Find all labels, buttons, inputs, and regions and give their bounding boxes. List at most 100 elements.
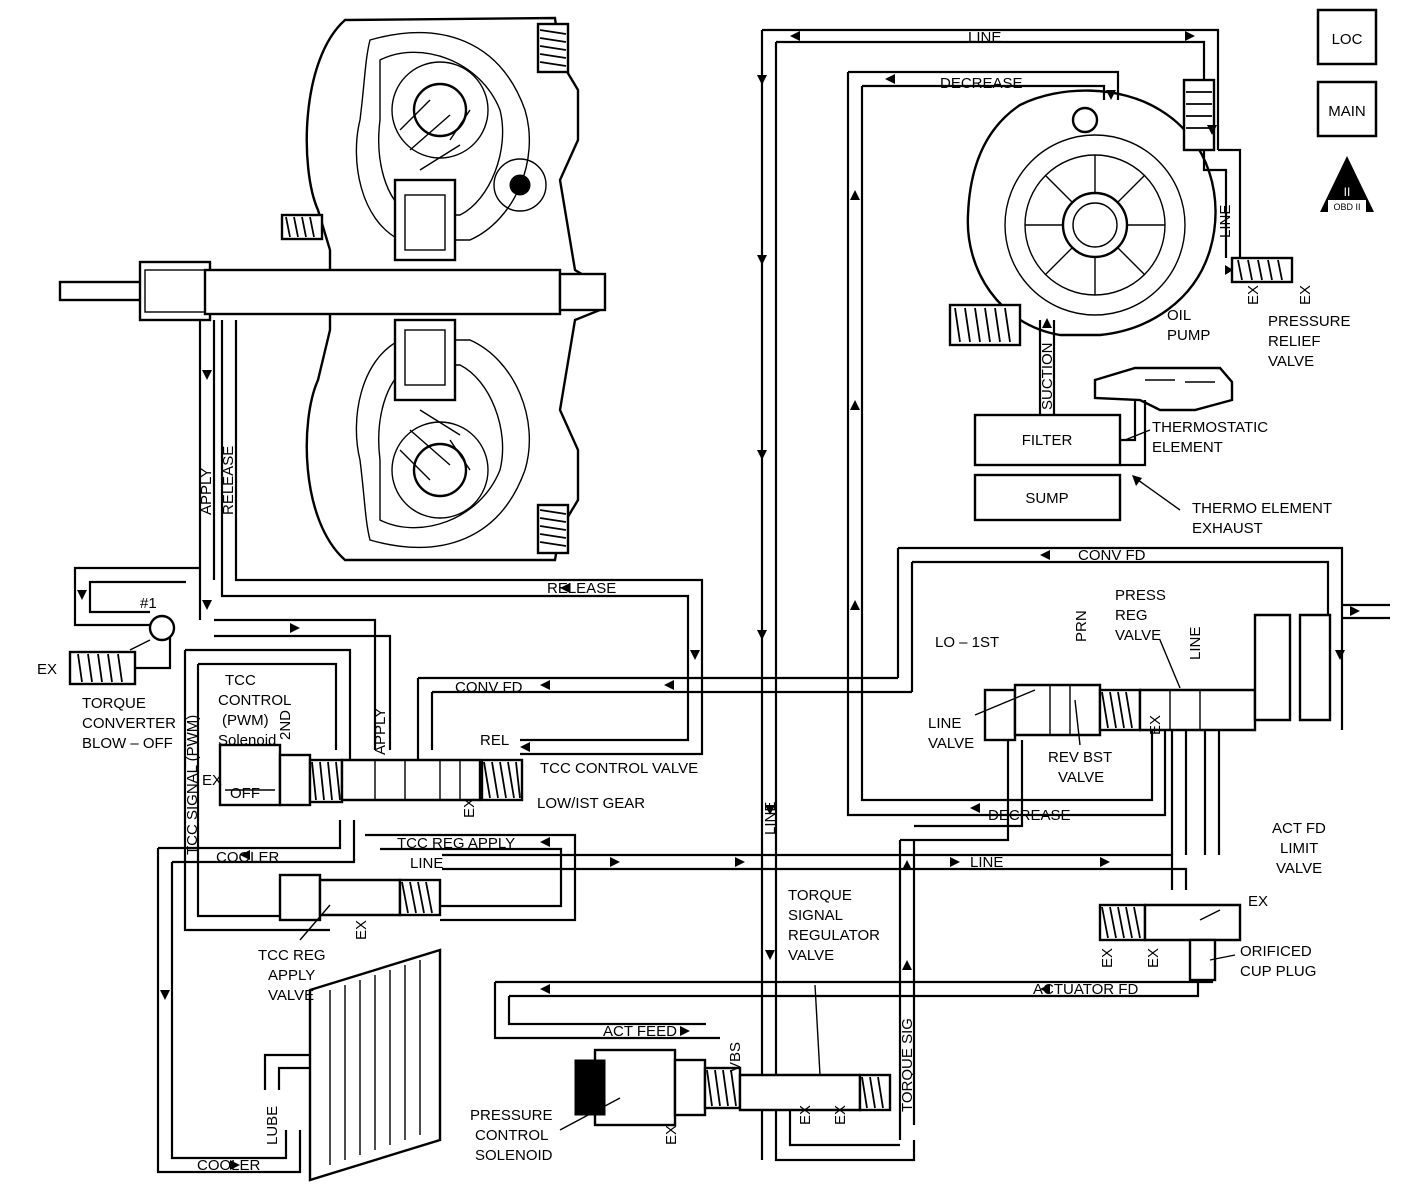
press-reg-valve-label-3: VALVE	[1115, 627, 1161, 644]
ex-reg-label: EX	[353, 920, 370, 940]
line-press-label: LINE	[1187, 627, 1204, 660]
tcc-reg-apply-label: TCC REG APPLY	[397, 835, 515, 852]
cooler-radiator	[308, 948, 442, 1182]
blow-off-valve	[68, 650, 137, 686]
rev-bst-label-1: REV BST	[1048, 749, 1112, 766]
ex-blowoff-label: EX	[37, 661, 57, 678]
blowoff-label-1: TORQUE	[82, 695, 146, 712]
decrease-top-label: DECREASE	[940, 75, 1023, 92]
low-gear-label: LOW/IST GEAR	[537, 795, 645, 812]
line-valve-label-1: LINE	[928, 715, 961, 732]
filter-label: FILTER	[1022, 432, 1073, 449]
prn-label: PRN	[1073, 610, 1090, 642]
off-label: OFF	[230, 785, 260, 802]
conv-fd-right-label: CONV FD	[1078, 547, 1146, 564]
tcc-pwm-solenoid	[218, 743, 344, 807]
tcc-reg-apply-valve	[278, 873, 442, 922]
tsr-label-1: TORQUE	[788, 887, 852, 904]
ex-tcc-label: EX	[461, 798, 478, 818]
conv-fd-mid-label: CONV FD	[455, 679, 523, 696]
pcs-label-1: PRESSURE	[470, 1107, 553, 1124]
actuator-fd-label: ACTUATOR FD	[1033, 981, 1138, 998]
check-ball-1	[148, 614, 176, 642]
ex-act-1-label: EX	[1248, 893, 1268, 910]
line-top-label: LINE	[968, 29, 1001, 46]
tcc-reg-apply-valve-label-2: APPLY	[268, 967, 315, 984]
act-feed-label: ACT FEED	[603, 1023, 677, 1040]
flow-arrows	[77, 31, 1360, 1170]
obd-numeral: II	[1344, 185, 1351, 199]
main-button-label: MAIN	[1328, 103, 1366, 120]
tcc-control-pwm-label-4: Solenoid	[218, 732, 276, 749]
decrease-mid-label: DECREASE	[988, 807, 1071, 824]
oil-pump-label-1: OIL	[1167, 307, 1191, 324]
oil-pump	[948, 78, 1294, 347]
pressure-control-solenoid	[574, 1048, 742, 1127]
tcc-signal-label: TCC SIGNAL (PWM)	[184, 715, 201, 855]
ex-tsr-1-label: EX	[797, 1105, 814, 1125]
main-button[interactable]: MAIN	[1316, 80, 1378, 138]
tsr-label-2: SIGNAL	[788, 907, 843, 924]
blowoff-label-3: BLOW – OFF	[82, 735, 173, 752]
diagram-labels: LINE DECREASE LINE EX EX PRESSURE RELIEF…	[37, 29, 1351, 1174]
leader-lines	[129, 429, 1236, 1131]
blowoff-label-2: CONVERTER	[82, 715, 176, 732]
act-fd-limit-label-1: ACT FD	[1272, 820, 1326, 837]
press-reg-valve-label-2: REG	[1115, 607, 1148, 624]
pressure-relief-label-3: VALVE	[1268, 353, 1314, 370]
suction-label: SUCTION	[1039, 343, 1056, 411]
tcc-control-valve-label: TCC CONTROL VALVE	[540, 760, 698, 777]
cooler-mid-label: COOLER	[216, 849, 280, 866]
tcc-control-pwm-label-1: TCC	[225, 672, 256, 689]
thermo-exhaust-label-1: THERMO ELEMENT	[1192, 500, 1332, 517]
loc-button-label: LOC	[1332, 31, 1363, 48]
loc-button[interactable]: LOC	[1316, 8, 1378, 66]
lube-label: LUBE	[264, 1106, 281, 1145]
press-reg-valve-label-1: PRESS	[1115, 587, 1166, 604]
torque-converter	[58, 16, 607, 562]
line-valve	[983, 683, 1257, 742]
act-fd-limit-label-3: VALVE	[1276, 860, 1322, 877]
orificed-label-2: CUP PLUG	[1240, 963, 1316, 980]
tcc-reg-apply-valve-label-1: TCC REG	[258, 947, 326, 964]
act-fd-limit-label-2: LIMIT	[1280, 840, 1318, 857]
apply-vertical-label: APPLY	[198, 468, 215, 515]
ex-pcs-label: EX	[663, 1125, 680, 1145]
rev-bst-label-2: VALVE	[1058, 769, 1104, 786]
cooler-bottom-label: COOLER	[197, 1157, 261, 1174]
ex-relief-1: EX	[1245, 285, 1262, 305]
release-vertical-label: RELEASE	[220, 446, 237, 515]
right-valve-bank	[1253, 613, 1332, 722]
thermostatic-element	[1093, 366, 1234, 412]
pressure-relief-label-1: PRESSURE	[1268, 313, 1351, 330]
lo-1st-label: LO – 1ST	[935, 634, 999, 651]
obd-ii-badge: II OBD II	[1320, 156, 1374, 212]
tcc-control-valve	[340, 758, 524, 802]
orificed-label-1: ORIFICED	[1240, 943, 1312, 960]
line-vertical-mid-label: LINE	[762, 802, 779, 835]
pcs-label-2: CONTROL	[475, 1127, 548, 1144]
ex-act-3-label: EX	[1145, 948, 1162, 968]
sump-box: SUMP	[973, 473, 1122, 522]
ex-relief-2: EX	[1297, 285, 1314, 305]
line-valve-label-2: VALVE	[928, 735, 974, 752]
line-reg-label: LINE	[410, 855, 443, 872]
release-horizontal-label: RELEASE	[547, 580, 616, 597]
ex-sol-label: EX	[202, 772, 222, 789]
ex-act-2-label: EX	[1099, 948, 1116, 968]
tcc-control-pwm-label-3: (PWM)	[222, 712, 269, 729]
hydraulic-passages	[73, 28, 1390, 1174]
thermo-exhaust-label-2: EXHAUST	[1192, 520, 1263, 537]
thermostatic-label-1: THERMOSTATIC	[1152, 419, 1268, 436]
line-pump-label: LINE	[1217, 205, 1234, 238]
tsr-label-4: VALVE	[788, 947, 834, 964]
sump-label: SUMP	[1025, 490, 1068, 507]
second-gear-label: 2ND	[277, 710, 294, 740]
thermostatic-label-2: ELEMENT	[1152, 439, 1223, 456]
torque-signal-regulator-valve	[738, 1073, 892, 1112]
check-ball-label: #1	[140, 595, 157, 612]
tcc-reg-apply-valve-label-3: VALVE	[268, 987, 314, 1004]
pcs-label-3: SOLENOID	[475, 1147, 553, 1164]
line-mid-h-label: LINE	[970, 854, 1003, 871]
